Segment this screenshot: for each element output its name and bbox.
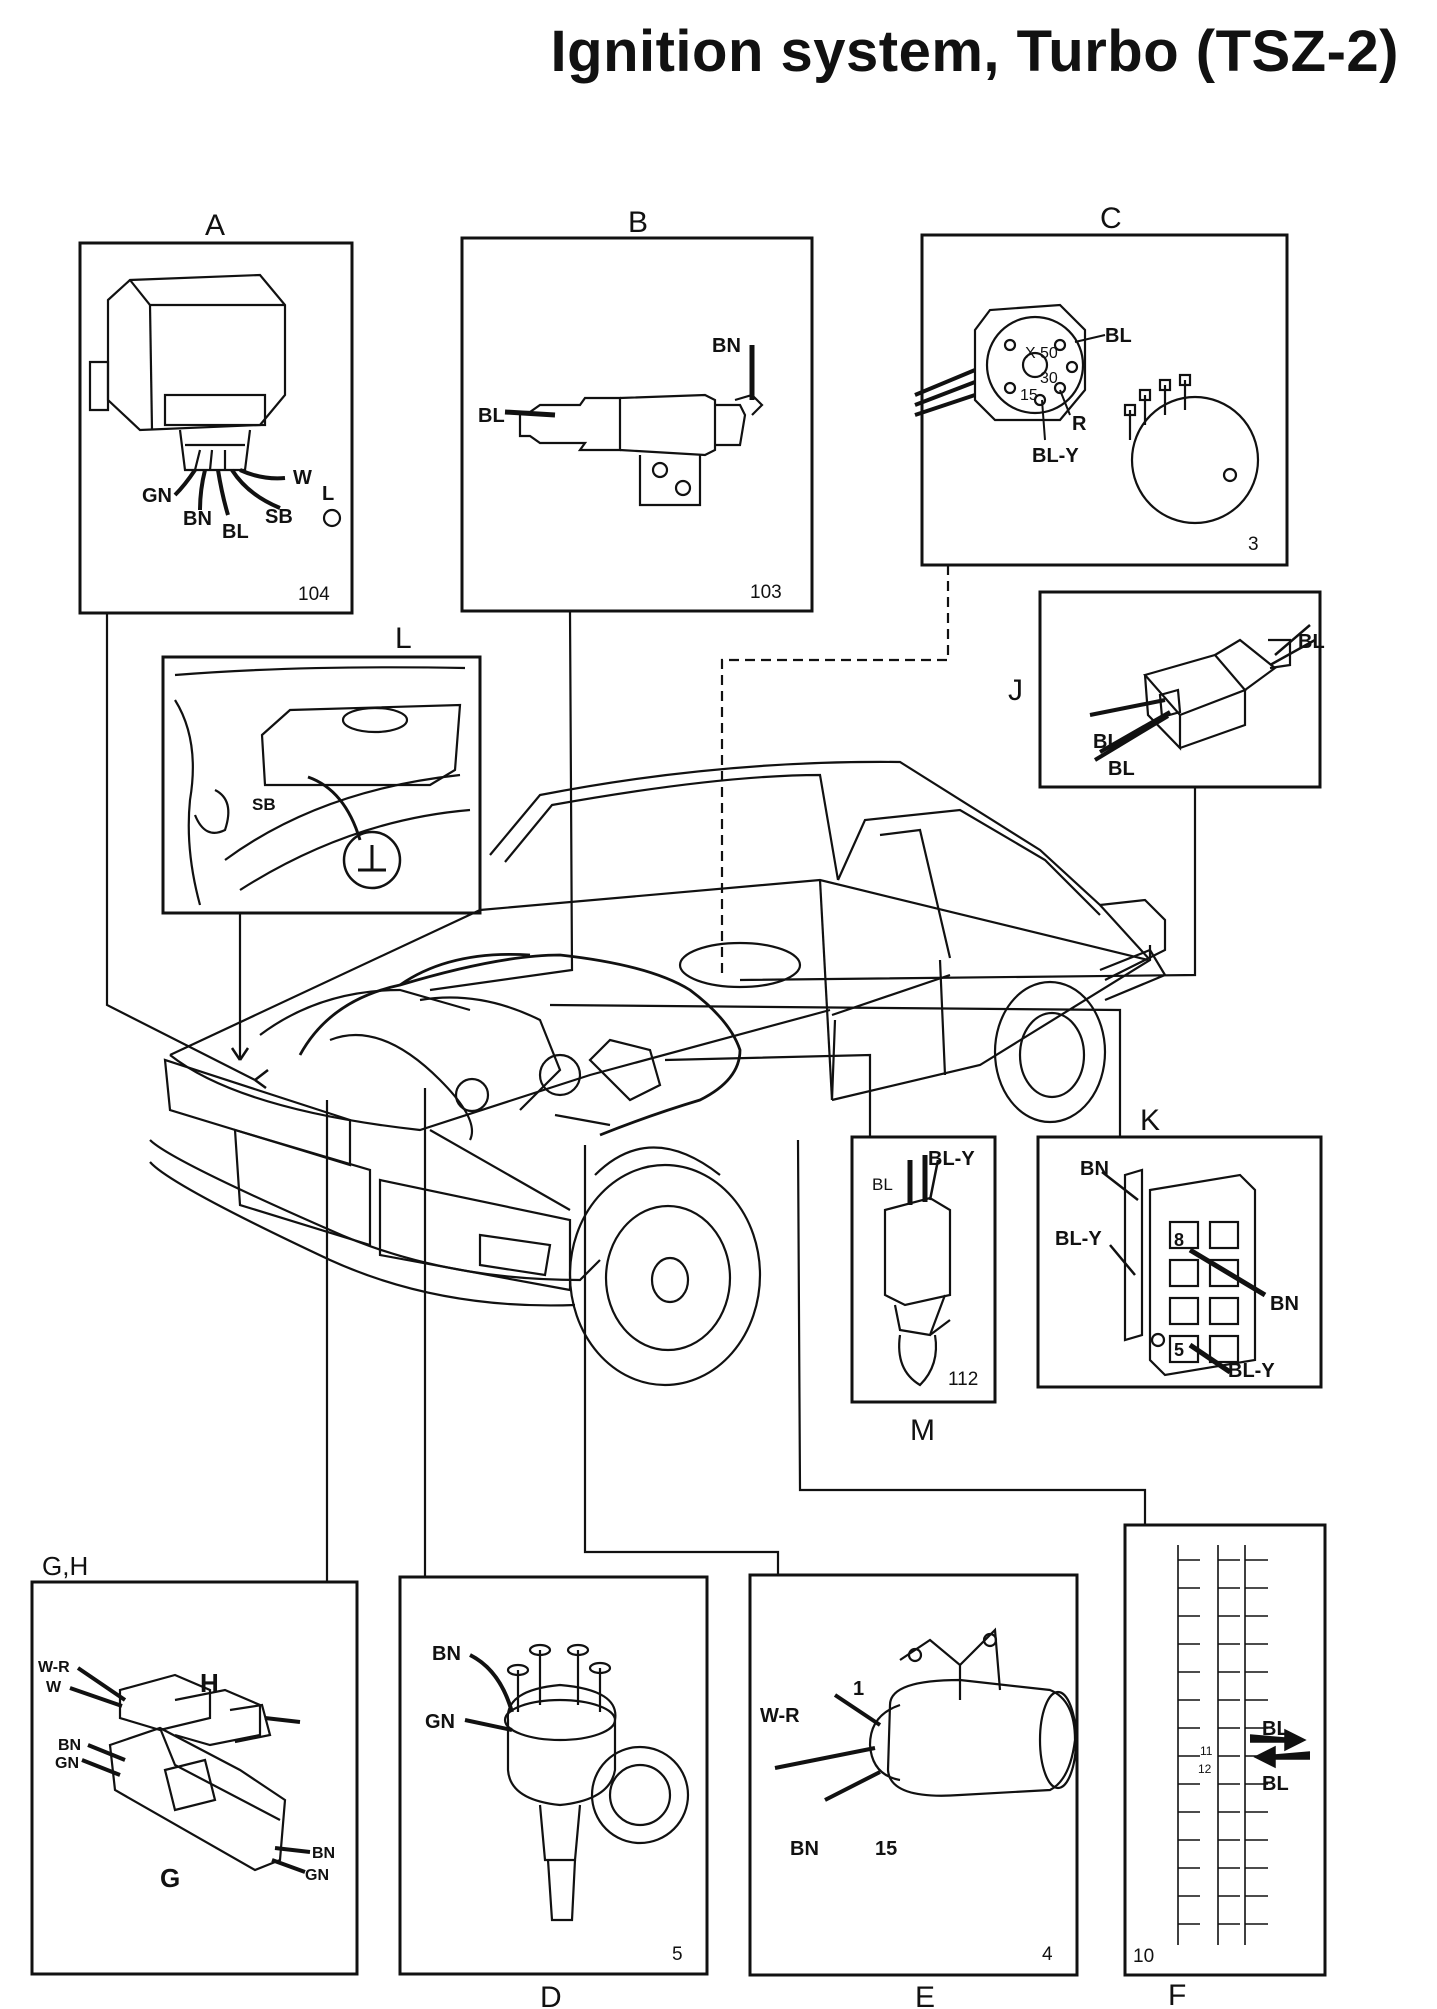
leader-lines (105, 565, 1197, 1582)
wire-label-bn: BN (432, 1643, 461, 1665)
panel-b-number: 103 (750, 582, 782, 603)
wire-label-gn: GN (142, 485, 172, 507)
wire-label-r: R (1072, 413, 1087, 435)
terminal-1: 1 (853, 1678, 864, 1700)
wire-label-bn: BN (790, 1838, 819, 1860)
panel-e: W-R BN 1 15 4 E (748, 1573, 1079, 2009)
terminal-50: 50 (1040, 345, 1058, 362)
connector-m-illustration (883, 1196, 952, 1387)
wire-label-bl-top: BL (1298, 631, 1325, 653)
panel-d-letter: D (540, 1981, 562, 2009)
panel-b-letter: B (628, 206, 648, 239)
wire-label-bl-mid: BL (1093, 731, 1120, 753)
car-illustration (149, 760, 1167, 1387)
terminal-30: 30 (1040, 370, 1058, 387)
wire-label-w-r: W-R (38, 1659, 70, 1676)
wire-label-bn-right: BN (312, 1845, 335, 1862)
control-unit-illustration (88, 273, 287, 472)
panel-m-number: 112 (948, 1369, 978, 1390)
panel-j: BL BL BL J (1008, 590, 1325, 789)
panel-a-number: 104 (298, 584, 330, 605)
panel-m: BL BL-Y 112 M (850, 1135, 997, 1447)
wire-label-gn-left: GN (55, 1755, 79, 1772)
ground-lug-icon (322, 508, 342, 528)
wire-label-bl: BL (222, 521, 249, 543)
distributor-illustration (503, 1643, 690, 1922)
ignition-coil-illustration (868, 1627, 1078, 1797)
wire-label-w: W (46, 1679, 62, 1696)
panel-f-number: 10 (1133, 1946, 1154, 1967)
wire-label-bl-y: BL-Y (1032, 445, 1079, 467)
pin-11: 11 (1200, 1744, 1213, 1758)
wire-label-w: W (293, 467, 312, 489)
wire-label-bn: BN (183, 508, 212, 530)
pin-5: 5 (1174, 1340, 1184, 1360)
wire-label-l: L (322, 483, 334, 505)
panel-c-number: 3 (1248, 534, 1259, 555)
wire-label-gn: GN (425, 1711, 455, 1733)
wire-label-bl-bottom: BL (1262, 1773, 1289, 1795)
wire-label-bl: BL (1105, 325, 1132, 347)
engine-bay-inset-illustration (174, 666, 471, 906)
wire-label-bn-right: BN (1270, 1293, 1299, 1315)
page-title: Ignition system, Turbo (TSZ-2) (550, 19, 1399, 84)
fuse-box-illustration (1177, 1545, 1268, 1945)
connector-k-illustration (1123, 1168, 1257, 1377)
panel-m-letter: M (910, 1414, 935, 1447)
arrow-left-icon (1253, 1745, 1311, 1769)
pin-8: 8 (1174, 1230, 1184, 1250)
connector-g-illustration (108, 1726, 287, 1872)
panel-l-letter: L (395, 622, 412, 655)
panel-k: BN BL-Y BN BL-Y 8 5 K (1036, 1104, 1323, 1389)
resistor-illustration (518, 393, 764, 507)
sub-label-g: G (160, 1863, 180, 1893)
wire-label-bl-y-bottom: BL-Y (1228, 1360, 1275, 1382)
wire-label-gn-right: GN (305, 1867, 329, 1884)
wire-label-w-r: W-R (760, 1705, 800, 1727)
wire-label-bn-left: BN (58, 1737, 81, 1754)
terminal-x: X (1025, 345, 1036, 362)
wire-label-bn-top: BN (1080, 1158, 1109, 1180)
sub-label-h: H (200, 1668, 219, 1698)
ignition-switch-illustration (914, 303, 1260, 525)
terminal-15: 15 (1020, 387, 1038, 404)
panel-gh-letter: G,H (42, 1551, 88, 1581)
wire-label-bl-y-left: BL-Y (1055, 1228, 1102, 1250)
arrow-right-icon (1249, 1728, 1307, 1752)
wire-label-bl: BL (872, 1175, 893, 1194)
panel-d: BN GN 5 D (398, 1575, 709, 2009)
panel-k-letter: K (1140, 1104, 1160, 1137)
wire-label-bn: BN (712, 335, 741, 357)
wire-label-bl-top: BL (1262, 1718, 1289, 1740)
panel-f-letter: F (1168, 1979, 1186, 2009)
wire-label-sb: SB (252, 795, 276, 814)
panel-a: A 104 GN BN BL SB W L (78, 209, 354, 615)
panel-c: X 50 30 15 BL R BL-Y C 3 (914, 202, 1289, 567)
connector-j-illustration (1143, 638, 1292, 751)
panel-j-letter: J (1008, 674, 1023, 707)
terminal-15: 15 (875, 1838, 897, 1860)
harness-wires (173, 468, 286, 516)
wire-label-bl-bottom: BL (1108, 758, 1135, 780)
panel-c-letter: C (1100, 202, 1122, 235)
panel-d-number: 5 (672, 1944, 683, 1965)
panel-l: SB L (161, 622, 482, 915)
wire-label-bl-y: BL-Y (928, 1148, 975, 1170)
panel-e-letter: E (915, 1981, 935, 2009)
panel-a-letter: A (205, 209, 225, 242)
panel-gh: W-R W BN GN BN GN H G G,H (30, 1551, 359, 1976)
panel-f: BL BL 11 12 10 F (1123, 1523, 1327, 2009)
pin-12: 12 (1198, 1762, 1212, 1776)
wire-label-sb: SB (265, 506, 293, 528)
panel-e-number: 4 (1042, 1944, 1053, 1965)
wire-label-bl: BL (478, 405, 505, 427)
panel-b: BL BN B 103 (460, 206, 814, 613)
